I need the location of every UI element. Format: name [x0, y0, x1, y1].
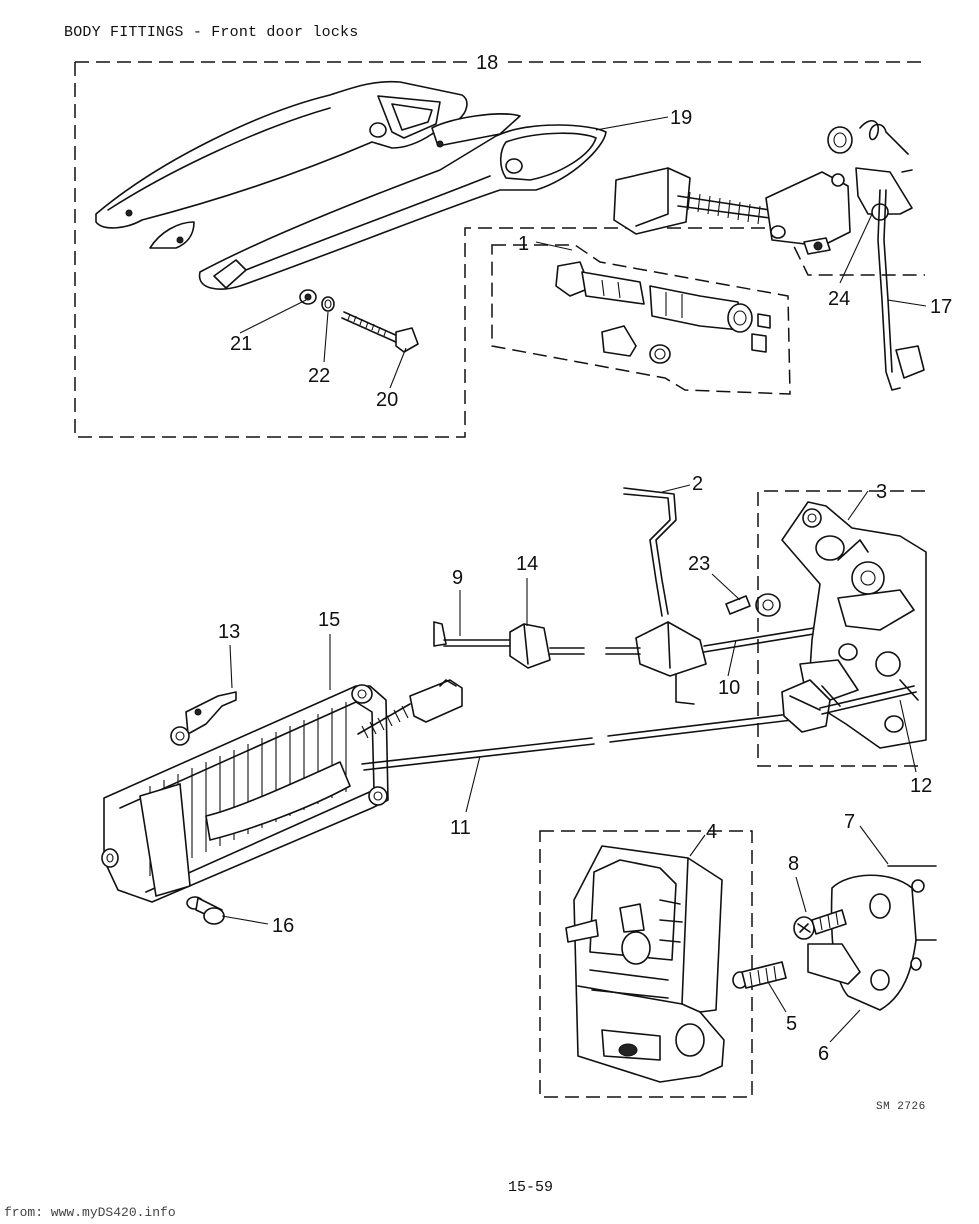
callout-7: 7 [844, 811, 855, 833]
callout-labels: 18 19 21 22 20 1 24 17 2 3 9 14 23 13 15… [218, 52, 952, 1065]
rod-9-part [433, 621, 517, 647]
callout-18: 18 [476, 52, 498, 74]
callout-3: 3 [876, 481, 887, 503]
callout-22: 22 [308, 365, 330, 387]
page-title: BODY FITTINGS - Front door locks [64, 24, 359, 41]
callout-23: 23 [688, 553, 710, 575]
callout-16: 16 [272, 915, 294, 937]
lock-washer-22-part [321, 296, 335, 312]
callout-10: 10 [718, 677, 740, 699]
callout-5: 5 [786, 1013, 797, 1035]
screw-16-part [186, 896, 225, 925]
washer-21-part [299, 289, 317, 305]
callout-19: 19 [670, 107, 692, 129]
callout-8: 8 [788, 853, 799, 875]
callout-1: 1 [518, 233, 529, 255]
rod-11-part [361, 713, 793, 771]
callout-13: 13 [218, 621, 240, 643]
drawing-code: SM 2726 [876, 1101, 926, 1113]
clip-14-part [509, 623, 585, 669]
callout-6: 6 [818, 1043, 829, 1065]
rod-2-part [623, 487, 677, 617]
callout-9: 9 [452, 567, 463, 589]
lock-barrel-part [555, 261, 771, 364]
callout-4: 4 [706, 821, 717, 843]
callout-17: 17 [930, 296, 952, 318]
remote-control-15-part [101, 679, 463, 903]
latch-assembly-top-part [613, 120, 913, 255]
callout-15: 15 [318, 609, 340, 631]
rod-17-part [877, 189, 925, 391]
bolt-20-part [341, 311, 419, 353]
bellcrank-part [605, 621, 827, 705]
screw-8-part [793, 909, 847, 940]
screw-5-part [732, 961, 787, 989]
latch-4-part [565, 845, 725, 1083]
callout-20: 20 [376, 389, 398, 411]
group-1-outline [491, 244, 791, 395]
callout-24: 24 [828, 288, 850, 310]
striker-6-part [807, 865, 937, 1011]
door-handle-part [95, 80, 468, 249]
callout-21: 21 [230, 333, 252, 355]
callout-12: 12 [910, 775, 932, 797]
callout-14: 14 [516, 553, 538, 575]
door-handle-19-part [198, 113, 607, 290]
clip-23-part [725, 593, 781, 617]
group-4-outline [539, 830, 753, 1098]
page-number: 15-59 [508, 1179, 554, 1196]
source-footer: from: www.myDS420.info [4, 1205, 176, 1220]
leader-lines [221, 116, 927, 1043]
callout-11: 11 [450, 817, 471, 839]
group-3-outline [757, 490, 925, 767]
callout-2: 2 [692, 473, 703, 495]
door-lock-3-part [781, 501, 927, 749]
lever-13-part [170, 691, 237, 746]
